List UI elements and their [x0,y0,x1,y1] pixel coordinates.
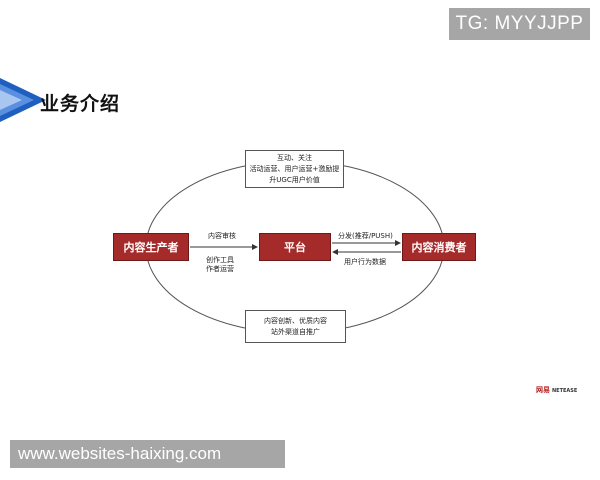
top-box-line: 互动、关注 [277,153,312,162]
top-box-line: 活动运营、用户运营+激励提 [249,164,340,173]
bottom-info-box: 内容创新、优质内容 站外渠道自推广 [245,310,346,343]
label-author-ops: 作者运营 [206,265,234,273]
node-content-producer: 内容生产者 [113,233,189,261]
bottom-box-line: 内容创新、优质内容 [264,316,327,325]
node-content-consumer: 内容消费者 [402,233,476,261]
top-box-line: 升UGC用户价值 [269,175,320,184]
label-creation-tools: 创作工具 [206,256,234,264]
top-info-box: 互动、关注 活动运营、用户运营+激励提 升UGC用户价值 [245,150,344,188]
url-watermark: www.websites-haixing.com [10,440,285,468]
label-distribution: 分发(推荐/PUSH) [338,232,393,240]
page-title: 业务介绍 [40,93,121,115]
label-content-review: 内容审核 [208,232,236,240]
title-arrow-icon [0,78,46,122]
label-user-behavior: 用户行为数据 [344,258,386,266]
node-platform: 平台 [259,233,331,261]
watermark-tag: TG: MYYJJPP [449,8,590,40]
logo-en: NETEASE [552,388,578,394]
bottom-box-line: 站外渠道自推广 [271,327,320,336]
logo-cn: 网易 [536,386,550,394]
